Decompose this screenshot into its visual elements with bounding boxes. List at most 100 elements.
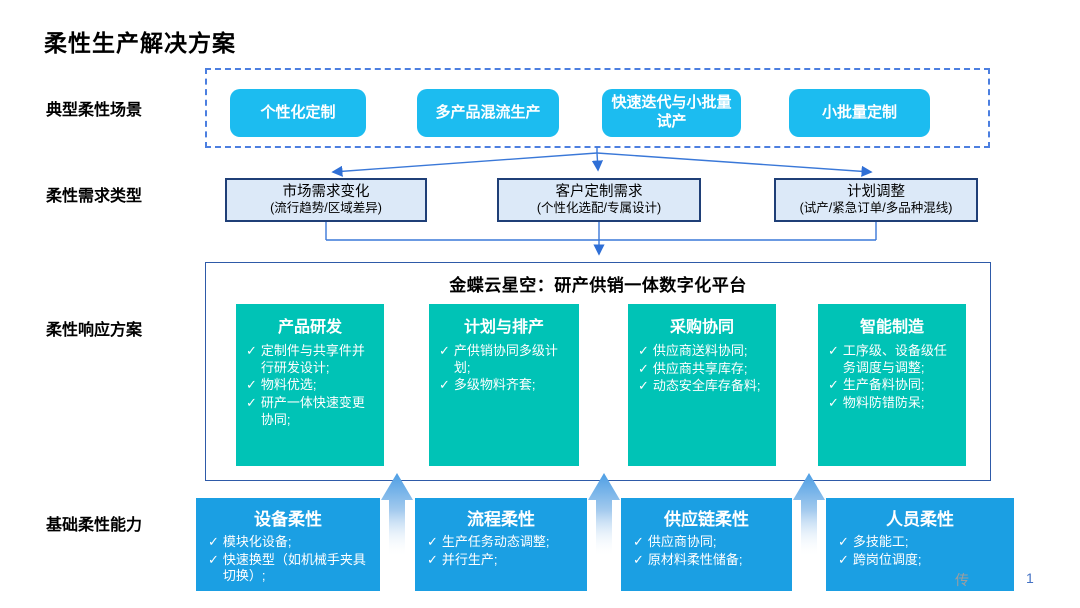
demand-title: 计划调整 [847, 184, 905, 201]
watermark-text: 传 [955, 572, 969, 588]
solution-card-planning: 计划与排产 ✓产供销协同多级计划; ✓多级物料齐套; [429, 304, 579, 466]
bullet-text: 研产一体快速变更协同; [260, 394, 365, 427]
bullet-item: ✓物料防错防呆; [828, 395, 956, 412]
scenario-box-mixed-flow: 多产品混流生产 [417, 89, 559, 137]
bullet-item: ✓多技能工; [838, 534, 1002, 551]
check-icon: ✓ [838, 551, 849, 567]
page-number: 1 [1026, 570, 1034, 586]
check-icon: ✓ [439, 343, 450, 358]
demand-title: 客户定制需求 [555, 184, 643, 201]
up-arrow-icon [381, 473, 413, 557]
capability-box-process: 流程柔性 ✓生产任务动态调整; ✓并行生产; [415, 498, 587, 591]
bullet-item: ✓并行生产; [427, 552, 575, 569]
bullet-text: 跨岗位调度; [852, 551, 922, 567]
check-icon: ✓ [638, 378, 649, 394]
check-icon: ✓ [439, 377, 450, 393]
up-arrow-icon [588, 473, 620, 557]
capability-box-personnel: 人员柔性 ✓多技能工; ✓跨岗位调度; [826, 498, 1014, 591]
check-icon: ✓ [828, 343, 839, 358]
bullet-text: 动态安全库存备料; [652, 378, 761, 394]
demand-subtitle: (流行趋势/区域差异) [270, 201, 382, 216]
bullet-text: 供应商协同; [647, 534, 717, 549]
demand-title: 市场需求变化 [282, 184, 370, 201]
platform-container: 金蝶云星空：研产供销一体数字化平台 产品研发 ✓定制件与共享件并行研发设计; ✓… [205, 262, 991, 481]
capability-box-equipment: 设备柔性 ✓模块化设备; ✓快速换型（如机械手夹具切换）; [196, 498, 380, 591]
bullet-item: ✓工序级、设备级任务调度与调整; [828, 343, 956, 376]
bullet-item: ✓研产一体快速变更协同; [246, 395, 374, 428]
page-title: 柔性生产解决方案 [44, 30, 236, 56]
bullet-item: ✓跨岗位调度; [838, 552, 1002, 569]
scenario-group: 个性化定制 多产品混流生产 快速迭代与小批量试产 小批量定制 [205, 68, 990, 148]
check-icon: ✓ [638, 343, 649, 358]
solution-title: 产品研发 [277, 319, 342, 336]
demand-subtitle: (个性化选配/专属设计) [536, 201, 662, 216]
bullet-item: ✓动态安全库存备料; [638, 378, 766, 395]
bullet-text: 并行生产; [441, 551, 498, 567]
bullet-item: ✓物料优选; [246, 377, 374, 394]
capability-title: 设备柔性 [254, 510, 322, 529]
section-label-capabilities: 基础柔性能力 [46, 517, 143, 534]
bullet-text: 产供销协同多级计划; [453, 343, 558, 375]
demand-box-market-change: 市场需求变化 (流行趋势/区域差异) [225, 178, 427, 222]
demand-box-plan-adjust: 计划调整 (试产/紧急订单/多品种混线) [774, 178, 978, 222]
solution-title: 采购协同 [669, 319, 734, 336]
solution-card-procurement: 采购协同 ✓供应商送料协同; ✓供应商共享库存; ✓动态安全库存备料; [628, 304, 776, 466]
solution-title: 智能制造 [859, 319, 924, 336]
bullet-item: ✓产供销协同多级计划; [439, 343, 569, 376]
bullet-text: 生产备料协同; [842, 377, 925, 393]
bullet-item: ✓原材料柔性储备; [633, 552, 780, 569]
bullet-text: 模块化设备; [222, 534, 292, 549]
scenario-box-rapid-iteration: 快速迭代与小批量试产 [602, 89, 741, 137]
bullet-text: 工序级、设备级任务调度与调整; [842, 343, 947, 375]
section-label-demands: 柔性需求类型 [46, 188, 143, 205]
bullet-item: ✓定制件与共享件并行研发设计; [246, 343, 374, 376]
check-icon: ✓ [246, 377, 257, 393]
check-icon: ✓ [633, 534, 644, 549]
check-icon: ✓ [208, 534, 219, 549]
bullet-item: ✓生产任务动态调整; [427, 534, 575, 551]
platform-title: 金蝶云星空：研产供销一体数字化平台 [449, 276, 747, 295]
check-icon: ✓ [208, 551, 219, 567]
demand-subtitle: (试产/紧急订单/多品种混线) [799, 201, 953, 216]
bullet-text: 多技能工; [852, 534, 909, 549]
check-icon: ✓ [427, 551, 438, 567]
section-label-scenarios: 典型柔性场景 [46, 102, 143, 119]
solution-card-rd: 产品研发 ✓定制件与共享件并行研发设计; ✓物料优选; ✓研产一体快速变更协同; [236, 304, 384, 466]
check-icon: ✓ [246, 343, 257, 358]
bullet-text: 供应商共享库存; [652, 360, 748, 376]
check-icon: ✓ [828, 377, 839, 393]
bullet-item: ✓供应商送料协同; [638, 343, 766, 360]
check-icon: ✓ [828, 394, 839, 410]
bullet-text: 快速换型（如机械手夹具切换）; [222, 551, 366, 584]
check-icon: ✓ [246, 394, 257, 410]
check-icon: ✓ [633, 551, 644, 567]
bullet-item: ✓生产备料协同; [828, 377, 956, 394]
check-icon: ✓ [838, 534, 849, 549]
bullet-item: ✓快速换型（如机械手夹具切换）; [208, 552, 368, 585]
bullet-text: 原材料柔性储备; [647, 551, 743, 567]
solution-card-smart-mfg: 智能制造 ✓工序级、设备级任务调度与调整; ✓生产备料协同; ✓物料防错防呆; [818, 304, 966, 466]
capability-title: 人员柔性 [886, 510, 954, 529]
bullet-text: 定制件与共享件并行研发设计; [260, 343, 365, 375]
capability-title: 供应链柔性 [664, 510, 749, 529]
bullet-item: ✓供应商协同; [633, 534, 780, 551]
solution-title: 计划与排产 [463, 319, 544, 336]
up-arrow-icon [793, 473, 825, 557]
bullet-item: ✓多级物料齐套; [439, 377, 569, 394]
bullet-text: 物料优选; [260, 377, 317, 393]
capability-title: 流程柔性 [467, 510, 535, 529]
bullet-text: 多级物料齐套; [453, 377, 536, 393]
scenario-to-demand-arrows [331, 147, 873, 177]
bullet-item: ✓供应商共享库存; [638, 361, 766, 378]
bullet-text: 供应商送料协同; [652, 343, 748, 358]
demand-box-custom-needs: 客户定制需求 (个性化选配/专属设计) [497, 178, 701, 222]
bullet-item: ✓模块化设备; [208, 534, 368, 551]
section-label-solutions: 柔性响应方案 [46, 322, 143, 339]
bullet-text: 物料防错防呆; [842, 394, 925, 410]
capability-box-supply-chain: 供应链柔性 ✓供应商协同; ✓原材料柔性储备; [621, 498, 792, 591]
check-icon: ✓ [638, 360, 649, 376]
check-icon: ✓ [427, 534, 438, 549]
scenario-box-personalized: 个性化定制 [230, 89, 366, 137]
bullet-text: 生产任务动态调整; [441, 534, 550, 549]
